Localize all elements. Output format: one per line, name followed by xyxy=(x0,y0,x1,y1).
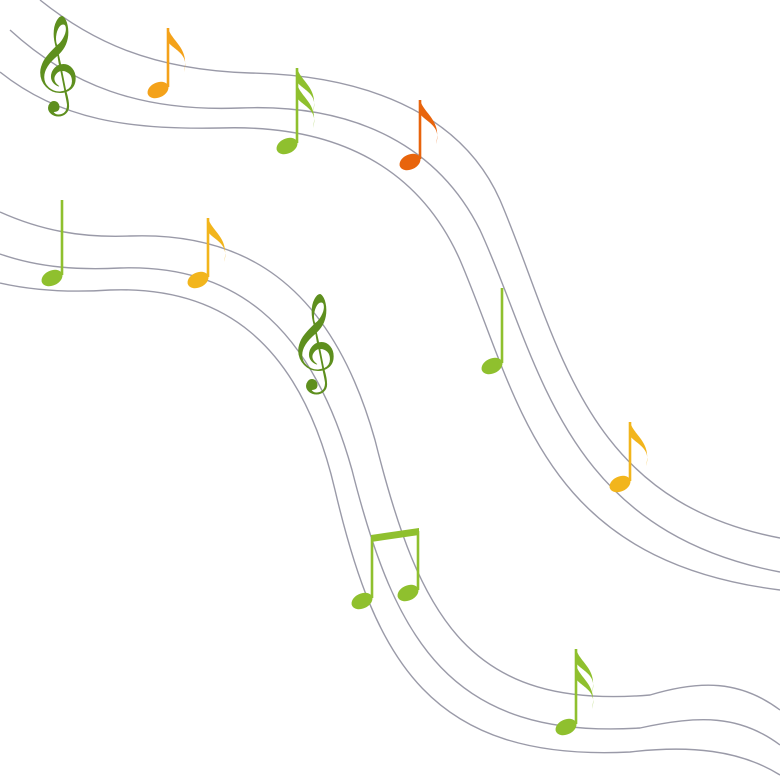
note-beam xyxy=(371,528,419,542)
music-symbols: 𝄞𝄞 xyxy=(30,14,648,736)
staff-line xyxy=(0,253,780,746)
note-head xyxy=(41,269,63,287)
note-head xyxy=(187,271,209,289)
note-flag xyxy=(208,218,226,262)
lower-staff xyxy=(0,211,780,776)
note-head xyxy=(397,584,419,602)
note-head xyxy=(276,137,298,155)
eighth-note-icon xyxy=(187,218,226,289)
staff-line xyxy=(39,0,780,539)
quarter-note-icon xyxy=(41,200,64,287)
upper-staff xyxy=(0,0,780,591)
note-head xyxy=(555,718,577,736)
treble-clef-icon: 𝄞 xyxy=(30,14,80,116)
note-head xyxy=(147,81,169,99)
treble-clef-glyph: 𝄞 xyxy=(30,14,80,116)
eighth-note-icon xyxy=(609,422,648,493)
note-flag xyxy=(576,649,594,693)
staff-line xyxy=(9,29,780,573)
note-flag xyxy=(576,665,594,709)
beamed-eighth-notes-icon xyxy=(351,528,420,610)
sixteenth-note-icon xyxy=(555,649,594,736)
note-head xyxy=(399,153,421,171)
staff-line xyxy=(0,71,780,591)
staff-line xyxy=(0,211,780,711)
eighth-note-icon xyxy=(399,100,438,171)
eighth-note-icon xyxy=(147,28,186,99)
note-flag xyxy=(168,28,186,72)
sixteenth-note-icon xyxy=(276,68,315,155)
note-head xyxy=(481,357,503,375)
treble-clef-icon: 𝄞 xyxy=(288,292,338,394)
treble-clef-glyph: 𝄞 xyxy=(288,292,338,394)
staff-line xyxy=(0,282,780,776)
note-flag xyxy=(630,422,648,466)
note-flag xyxy=(297,68,315,112)
note-head xyxy=(351,592,373,610)
note-flag xyxy=(420,100,438,144)
note-head xyxy=(609,475,631,493)
note-flag xyxy=(297,84,315,128)
quarter-note-icon xyxy=(481,288,504,375)
